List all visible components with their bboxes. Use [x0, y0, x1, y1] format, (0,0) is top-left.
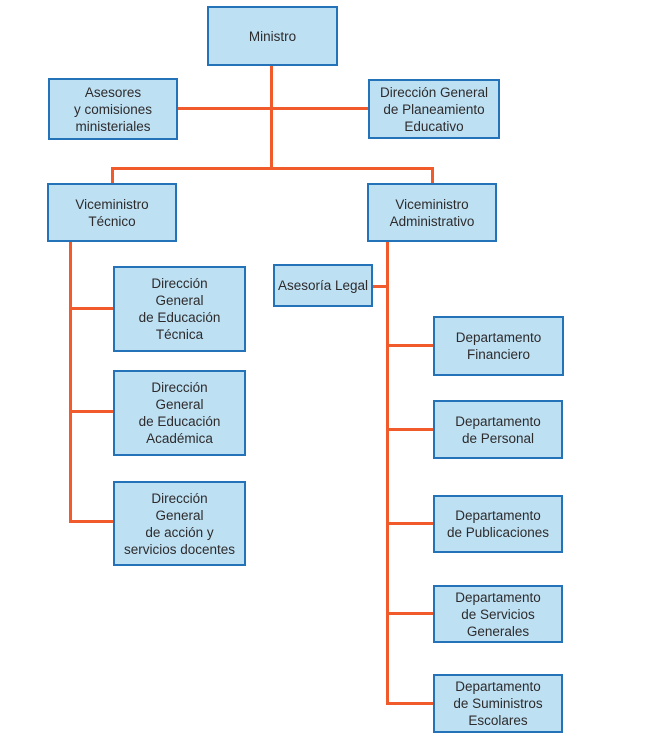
- connector-ministro-drop: [270, 66, 273, 170]
- org-node-vice-admin: Viceministro Administrativo: [367, 183, 497, 242]
- connector-asesoria-legal: [373, 285, 386, 288]
- org-node-ministro: Ministro: [207, 6, 338, 66]
- connector-elbow-dg-accion: [69, 520, 113, 523]
- connector-elbow-dg-academica: [69, 410, 113, 413]
- org-node-vice-tecnico: Viceministro Técnico: [47, 183, 177, 242]
- connector-left-trunk: [69, 242, 72, 523]
- org-node-asesores: Asesores y comisiones ministeriales: [48, 78, 178, 140]
- org-node-dep-financiero: Departamento Financiero: [433, 316, 564, 376]
- org-node-dg-accion: Dirección General de acción y servicios …: [113, 481, 246, 566]
- connector-vice-level: [111, 167, 434, 170]
- connector-elbow-financiero: [386, 344, 433, 347]
- connector-vice-admin-drop: [431, 167, 434, 183]
- org-node-dep-publicaciones: Departamento de Publicaciones: [433, 495, 563, 553]
- org-node-dep-personal: Departamento de Personal: [433, 400, 563, 459]
- org-node-dep-suministros: Departamento de Suministros Escolares: [433, 674, 563, 733]
- connector-staff-level: [177, 107, 368, 110]
- org-node-planeamiento: Dirección General de Planeamiento Educat…: [368, 79, 500, 139]
- connector-elbow-servicios: [386, 612, 433, 615]
- org-node-dg-tecnica: Dirección General de Educación Técnica: [113, 266, 246, 352]
- connector-vice-tecnico-drop: [111, 167, 114, 183]
- connector-right-trunk: [386, 242, 389, 705]
- org-node-asesoria-legal: Asesoría Legal: [273, 264, 373, 307]
- connector-elbow-publicaciones: [386, 522, 433, 525]
- connector-elbow-personal: [386, 428, 433, 431]
- org-node-dep-servicios: Departamento de Servicios Generales: [433, 585, 563, 643]
- connector-elbow-suministros: [386, 702, 433, 705]
- org-node-dg-academica: Dirección General de Educación Académica: [113, 370, 246, 456]
- connector-elbow-dg-tecnica: [69, 307, 113, 310]
